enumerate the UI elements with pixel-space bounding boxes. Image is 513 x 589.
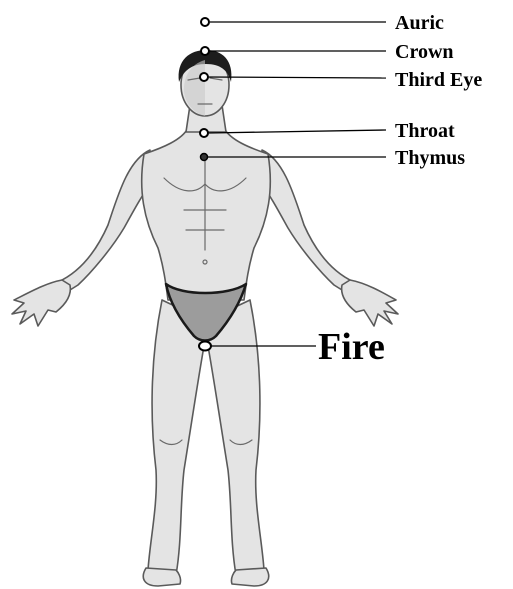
crown-marker — [201, 47, 209, 55]
left-hand — [12, 280, 70, 326]
label-thymus: Thymus — [395, 147, 465, 169]
right-arm — [262, 150, 364, 300]
right-foot — [231, 568, 268, 586]
left-foot — [143, 568, 180, 586]
label-auric: Auric — [395, 12, 444, 34]
label-third-eye: Third Eye — [395, 69, 482, 91]
auric-marker — [201, 18, 209, 26]
leader-throat — [208, 130, 386, 133]
fire-marker — [199, 342, 211, 351]
third-eye-marker — [200, 73, 208, 81]
right-leg — [208, 300, 264, 575]
left-leg — [148, 300, 204, 575]
label-throat: Throat — [395, 120, 455, 142]
leader-third-eye — [208, 77, 386, 78]
left-arm — [48, 150, 150, 300]
thymus-marker — [201, 154, 208, 161]
label-fire: Fire — [318, 326, 385, 368]
throat-marker — [200, 129, 208, 137]
label-crown: Crown — [395, 41, 454, 63]
right-hand — [342, 280, 398, 326]
